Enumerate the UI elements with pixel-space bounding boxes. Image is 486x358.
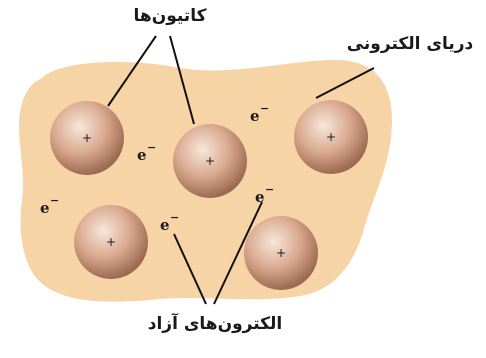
cation-charge: +: [276, 246, 286, 260]
electron-1: e −: [137, 141, 156, 164]
electron-symbol: e: [137, 146, 147, 164]
electron-charge: −: [50, 194, 59, 207]
electron-2: e −: [250, 102, 269, 125]
cation-charge: +: [106, 235, 116, 249]
electron-symbol: e: [160, 216, 170, 234]
electron-charge: −: [147, 141, 156, 154]
electron-5: e −: [255, 183, 274, 206]
electron-symbol: e: [250, 107, 260, 125]
cation-sphere: [74, 205, 148, 279]
electron-symbol: e: [255, 188, 265, 206]
electron-sea-label: دریای الکترونی: [346, 34, 474, 54]
cation-4: +: [74, 205, 148, 279]
electron-symbol: e: [40, 199, 50, 217]
cation-charge: +: [82, 131, 92, 145]
electron-3: e −: [40, 194, 59, 217]
cation-5: +: [244, 216, 318, 290]
cation-1: +: [50, 101, 124, 175]
electron-charge: −: [265, 183, 274, 196]
cation-sphere: [50, 101, 124, 175]
electron-4: e −: [160, 211, 179, 234]
cation-charge: +: [205, 154, 215, 168]
cation-2: +: [173, 124, 247, 198]
cations-pointer-line-right: [169, 35, 195, 125]
cation-3: +: [294, 100, 368, 174]
electron-sea-pointer-line: [315, 67, 375, 99]
cation-sphere: [173, 124, 247, 198]
cation-sphere: [294, 100, 368, 174]
electron-charge: −: [170, 211, 179, 224]
cations-pointer-line-left: [107, 35, 157, 107]
free-electrons-pointer-line-left: [173, 233, 207, 305]
cations-label: کاتیون‌ها: [133, 6, 207, 26]
electron-charge: −: [260, 102, 269, 115]
free-electrons-pointer-line-right: [213, 201, 263, 305]
free-electrons-label: الکترون‌های آزاد: [147, 314, 283, 334]
cation-charge: +: [326, 130, 336, 144]
cation-sphere: [244, 216, 318, 290]
